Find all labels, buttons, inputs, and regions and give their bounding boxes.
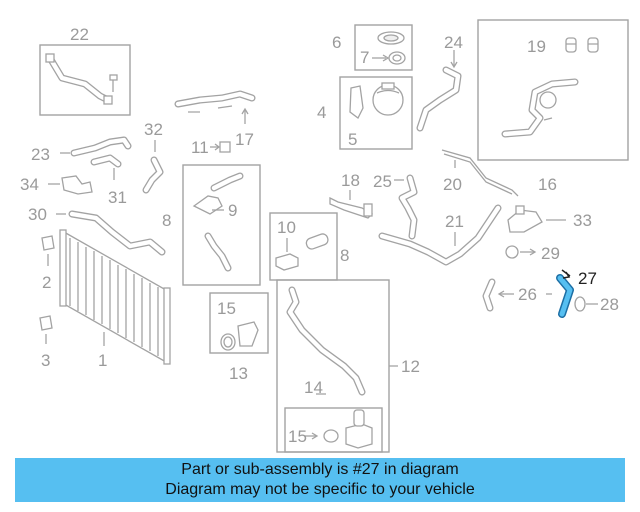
callout-18: 18 (341, 171, 360, 190)
callout-5: 5 (348, 130, 357, 149)
callout-22: 22 (70, 25, 89, 44)
callout-15: 15 (217, 299, 236, 318)
box-6-7 (354, 24, 413, 71)
part-33-fitting (507, 205, 566, 233)
banner-line-1: Part or sub-assembly is #27 in diagram (181, 461, 459, 478)
callout-3: 3 (41, 351, 50, 370)
callout-19: 19 (527, 37, 546, 56)
callout-13: 13 (229, 364, 248, 383)
callout-1: 1 (98, 351, 107, 370)
callout-28: 28 (600, 295, 619, 314)
callout-10: 10 (277, 218, 296, 237)
callout-30: 30 (28, 205, 47, 224)
part-29-clamp (505, 245, 537, 259)
part-3-bracket (39, 315, 53, 344)
callout-15b: 15 (288, 427, 307, 446)
box-22 (39, 44, 131, 116)
callout-4: 4 (317, 103, 326, 122)
callout-8: 8 (162, 211, 171, 230)
part-23-hose (60, 136, 132, 157)
part-11-cap (210, 141, 231, 153)
callout-29: 29 (541, 244, 560, 263)
part-15-seal (220, 321, 259, 351)
callout-21: 21 (445, 212, 464, 231)
banner-line-2: Diagram may not be specific to your vehi… (165, 481, 475, 498)
parts-diagram: 22 6 7 24 19 4 5 17 32 11 23 34 31 18 25… (20, 19, 629, 453)
part-22-pipe (45, 53, 118, 105)
callout-31: 31 (108, 188, 127, 207)
part-32-hose (142, 140, 164, 194)
part-25-hose (394, 174, 418, 240)
part-7-oring (372, 51, 406, 65)
part-16-hose (501, 78, 579, 138)
part-14-thermostat (305, 393, 373, 449)
callout-14: 14 (304, 378, 323, 397)
callout-9: 9 (228, 201, 237, 220)
callout-7: 7 (360, 48, 369, 67)
callout-32: 32 (144, 120, 163, 139)
box-16 (477, 19, 629, 161)
part-6-cap (377, 31, 405, 45)
part-34-connector (48, 175, 93, 195)
part-31-fitting (90, 154, 122, 180)
part-19-clamps (565, 37, 599, 53)
callout-26: 26 (518, 285, 537, 304)
callout-12: 12 (401, 357, 420, 376)
callout-20: 20 (443, 175, 462, 194)
callout-24: 24 (444, 33, 463, 52)
part-21-pipe (378, 204, 502, 266)
part-30-hose (56, 210, 166, 256)
callout-23: 23 (31, 145, 50, 164)
part-28-clamp (574, 296, 598, 312)
callout-25: 25 (373, 172, 392, 191)
part-18-bracket (329, 190, 374, 219)
info-banner: Part or sub-assembly is #27 in diagram D… (15, 458, 625, 502)
part-26-hose (482, 278, 552, 312)
callout-2: 2 (42, 273, 51, 292)
box-4-5 (339, 76, 413, 150)
part-2-bracket (41, 235, 55, 266)
box-13-15 (209, 292, 269, 354)
callout-6: 6 (332, 33, 341, 52)
callout-33: 33 (573, 211, 592, 230)
callout-8b: 8 (340, 246, 349, 265)
callout-34: 34 (20, 175, 39, 194)
callout-27-highlighted[interactable]: 27 (578, 269, 597, 288)
part-9-hose (192, 172, 244, 272)
part-4-tank (349, 82, 404, 119)
callout-11: 11 (191, 138, 209, 157)
part-10-pipes (275, 233, 329, 271)
part-1-radiator (59, 229, 171, 365)
part-20-line (441, 149, 519, 197)
part-24-hose (416, 50, 462, 132)
part-17-hose (174, 90, 256, 124)
box-8-9 (182, 164, 261, 286)
callout-16: 16 (538, 175, 557, 194)
box-14 (284, 407, 383, 453)
part-12-hose (286, 286, 398, 396)
callout-17: 17 (235, 130, 254, 149)
part-27-hose-highlighted[interactable] (556, 269, 574, 318)
